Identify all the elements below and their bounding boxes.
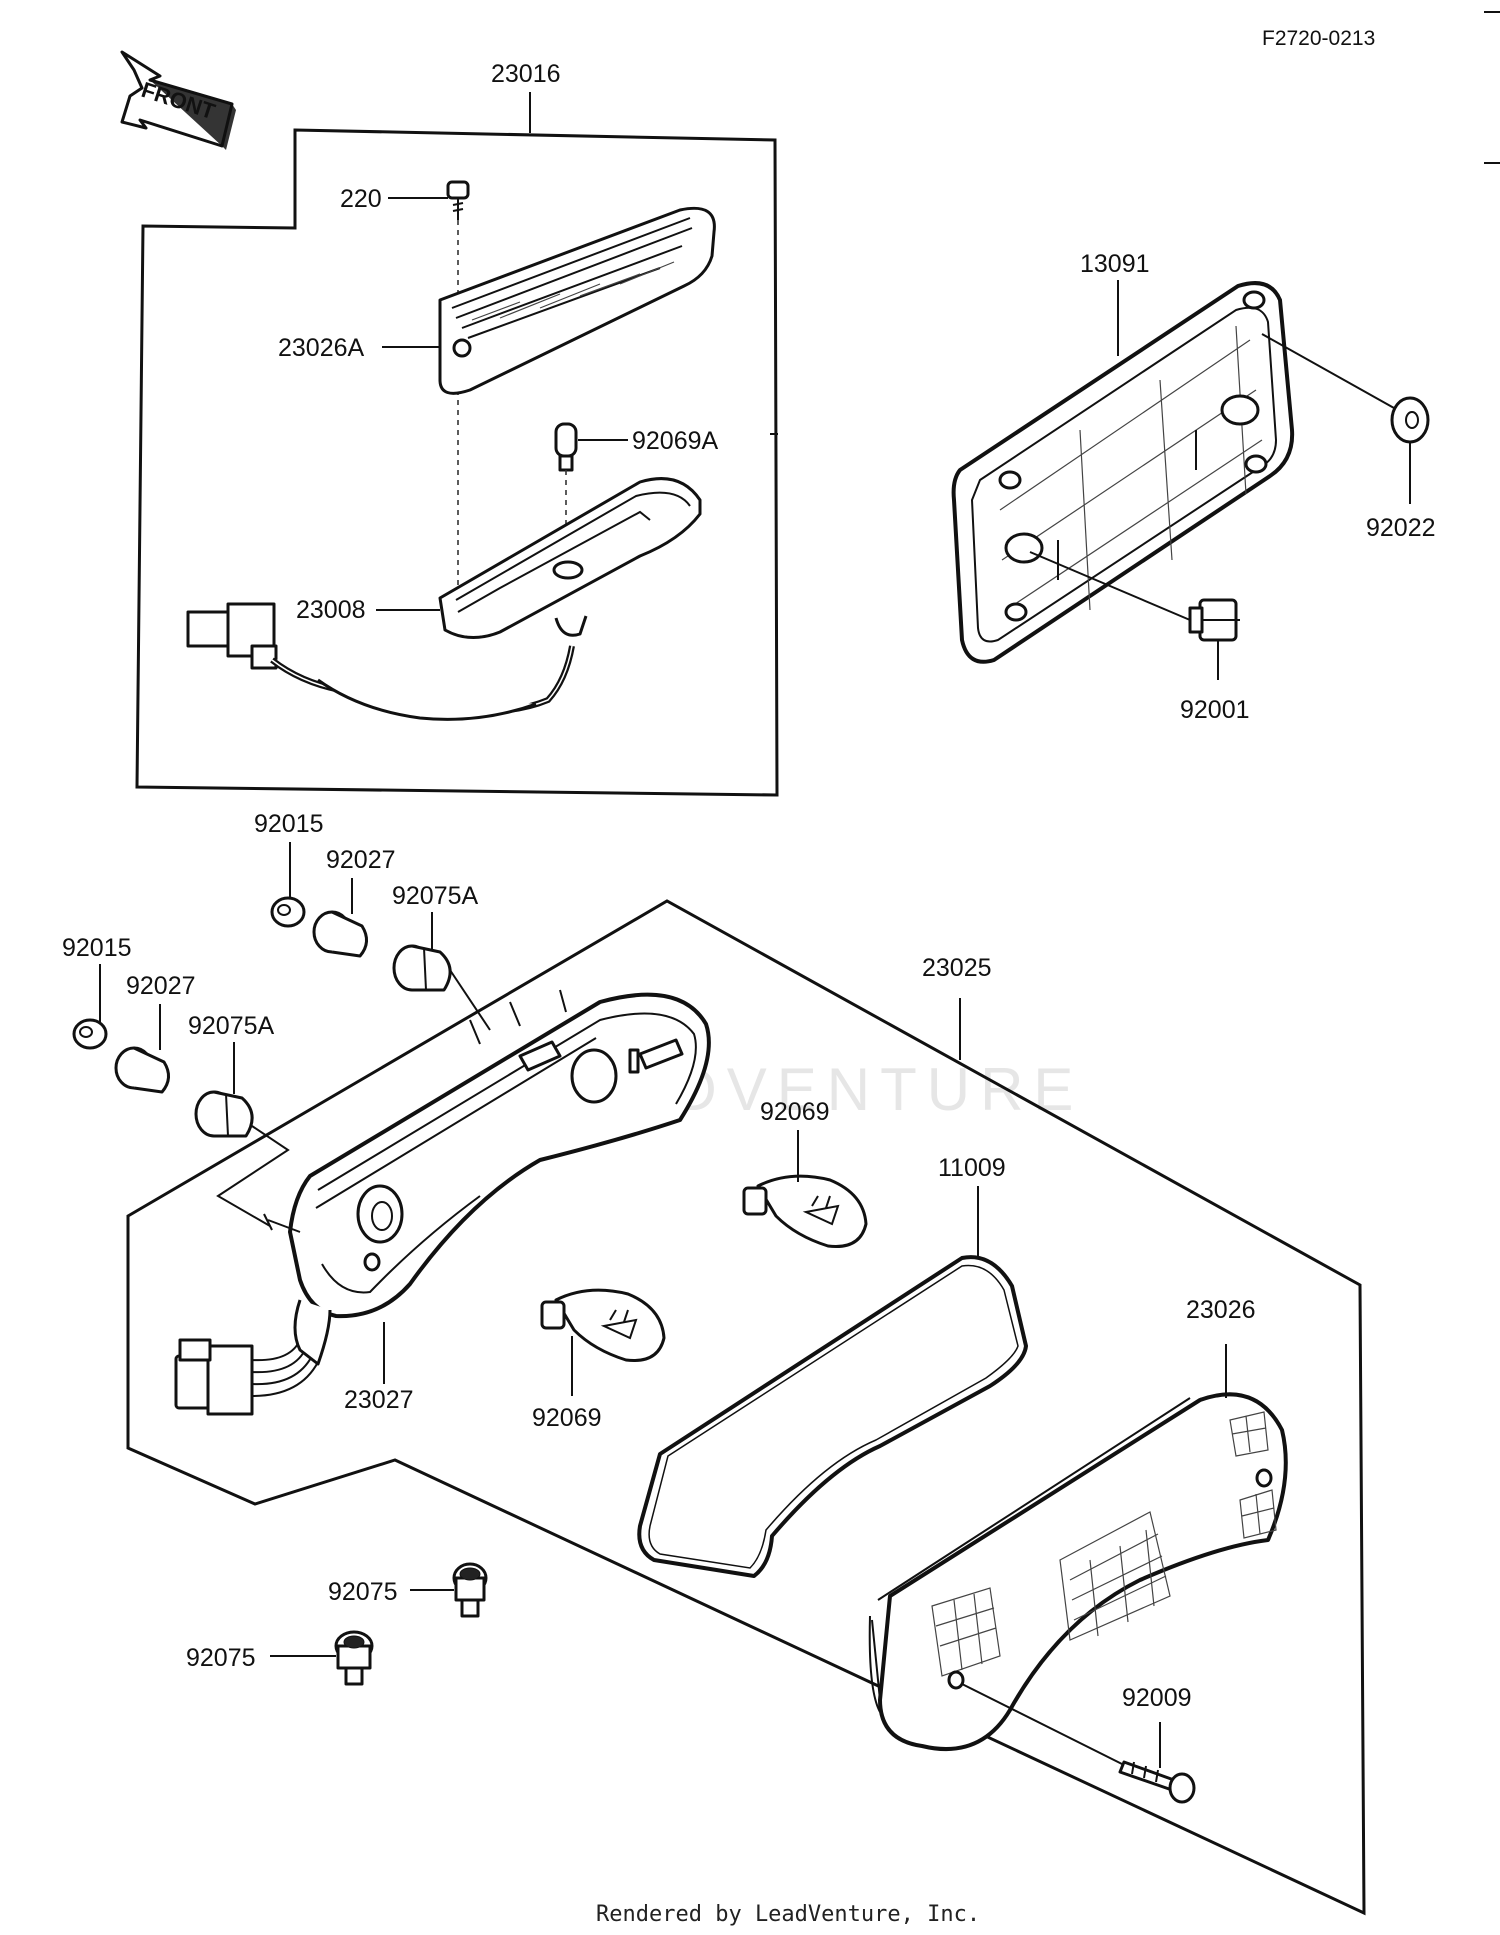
callout-13091: 13091	[1080, 250, 1150, 278]
collar-92027-lower-icon	[114, 1046, 170, 1094]
callout-92069A: 92069A	[632, 427, 719, 455]
taillight-body-23027-icon	[263, 989, 711, 1319]
callout-23025: 23025	[922, 954, 992, 982]
diagram-code: F2720-0213	[1262, 27, 1375, 50]
callout-92027-lower: 92027	[126, 972, 196, 1000]
footer-credit: Rendered by LeadVenture, Inc.	[596, 1902, 980, 1927]
callout-92075A-lower: 92075A	[188, 1012, 275, 1040]
callout-23016: 23016	[491, 60, 561, 88]
axis-92075A-lower	[216, 1125, 290, 1227]
nut-92015-lower-icon	[72, 1018, 108, 1050]
front-arrow-icon: FRONT	[120, 50, 236, 150]
callout-92009: 92009	[1122, 1684, 1192, 1712]
bulb-92069-upper-icon	[742, 1174, 868, 1249]
plate-13091-icon	[951, 281, 1295, 664]
callout-23008: 23008	[296, 596, 366, 624]
grommet-92075-upper-icon	[452, 1562, 488, 1618]
callout-92069-lower: 92069	[532, 1404, 602, 1432]
lens-23026-icon	[868, 1392, 1288, 1751]
callout-220: 220	[340, 185, 382, 213]
callout-92075-upper: 92075	[328, 1578, 398, 1606]
callout-92022: 92022	[1366, 514, 1436, 542]
callout-23026A: 23026A	[278, 334, 365, 362]
grommet-92075A-lower-icon	[194, 1090, 254, 1138]
callout-23027: 23027	[344, 1386, 414, 1414]
screw-92009-icon	[1118, 1760, 1196, 1804]
callout-92001: 92001	[1180, 696, 1250, 724]
callout-92015-lower: 92015	[62, 934, 132, 962]
callout-92069-upper: 92069	[760, 1098, 830, 1126]
callout-92075-lower: 92075	[186, 1644, 256, 1672]
leader-92009-a	[961, 1683, 1123, 1765]
washer-92022-icon	[1390, 396, 1430, 444]
bulb-92069A-icon	[554, 422, 578, 472]
bolt-92001-icon	[1188, 598, 1240, 642]
frame-23016	[135, 128, 779, 797]
leader-92001-a	[1029, 551, 1191, 621]
callout-92015-upper: 92015	[254, 810, 324, 838]
gasket-11009-icon	[637, 1255, 1028, 1578]
housing-23008-icon	[438, 477, 702, 639]
collar-92027-upper-icon	[312, 910, 368, 958]
leader-92022-a	[1261, 333, 1395, 409]
axis-92075A-upper	[449, 969, 491, 1031]
lens-23026A-icon	[438, 206, 716, 395]
connector-23008-icon	[186, 602, 575, 721]
grommet-92075A-upper-icon	[392, 944, 452, 992]
callout-92075A-upper: 92075A	[392, 882, 479, 910]
grommet-92075-lower-icon	[334, 1630, 374, 1686]
screw-220-icon	[446, 180, 470, 220]
bulb-92069-lower-icon	[540, 1288, 666, 1363]
callout-92027-upper: 92027	[326, 846, 396, 874]
nut-92015-upper-icon	[270, 896, 306, 928]
callout-23026: 23026	[1186, 1296, 1256, 1324]
callout-11009: 11009	[938, 1154, 1006, 1182]
connector-23027-icon	[174, 1299, 332, 1416]
